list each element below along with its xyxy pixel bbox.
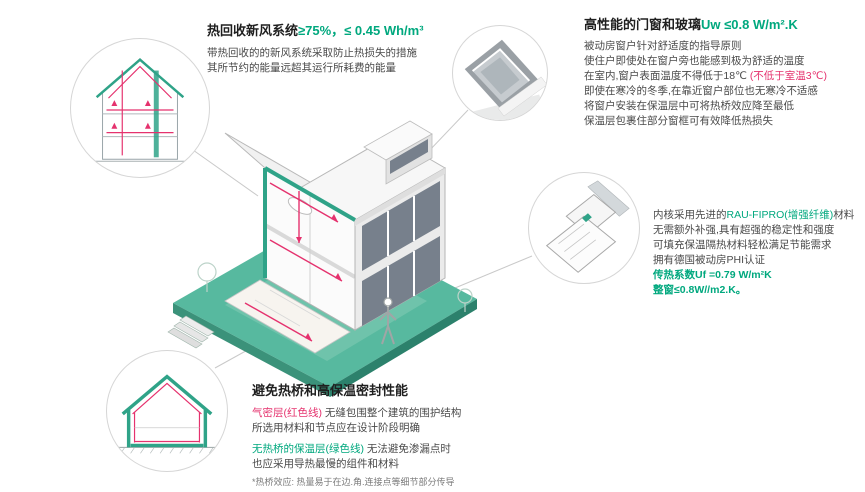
thermal-envelope-icon [116, 374, 218, 454]
frame-profile-circle [528, 172, 640, 284]
windows-title-value: Uw ≤0.8 W/m².K [701, 17, 798, 32]
window-corner-circle [452, 25, 548, 121]
thermal-bridge-footnote: *热桥效应: 热量易于在边.角.连接点等细节部分传导 [252, 477, 455, 487]
insulation-layer-green-line [121, 374, 213, 448]
heat-recovery-title-text: 热回收新风系统 [207, 23, 299, 38]
heat-recovery-section: 热回收新风系统≥75%，≤ 0.45 Wh/m³ 带热回收的的新风系统采取防止热… [207, 20, 424, 76]
windows-desc-line-4: 即使在寒冷的冬季,在靠近窗户部位也无寒冷不适感 [584, 85, 818, 97]
windows-title: 高性能的门窗和玻璃Uw ≤0.8 W/m².K [584, 14, 827, 33]
frame-profile-line-2: 无需额外补强,具有超强的稳定性和强度 [653, 224, 835, 236]
airtight-layer-red-line [132, 382, 202, 443]
ground-hatching [116, 446, 218, 454]
heat-recovery-desc-line-1: 带热回收的的新风系统采取防止热损失的措施 [207, 47, 417, 59]
ventilation-detail-circle [70, 38, 210, 178]
ground-floor-plan [224, 279, 351, 354]
thermal-bridge-title: 避免热桥和高保温密封性能 [252, 383, 409, 398]
stairs [167, 315, 215, 349]
frame-profile-line-3: 可填充保温隔热材料轻松满足节能需求 [653, 239, 832, 251]
insulation-layer-label: 无热桥的保温层(绿色线) [252, 443, 364, 455]
heat-recovery-title-value: ≥75%，≤ 0.45 Wh/m³ [298, 23, 424, 38]
heat-recovery-title: 热回收新风系统≥75%，≤ 0.45 Wh/m³ [207, 20, 424, 39]
frame-profile-uf-value: 传热系数Uf =0.79 W/m²K [653, 269, 772, 281]
thermal-bridge-line-1-text: 无缝包围整个建筑的围护结构 [322, 407, 462, 419]
thermal-bridge-section: 避免热桥和高保温密封性能 气密层(红色线) 无缝包围整个建筑的围护结构 所选用材… [252, 380, 461, 489]
thermal-bridge-line-1: 气密层(红色线) 无缝包围整个建筑的围护结构 [252, 406, 461, 421]
section-house [92, 58, 188, 162]
tree-sketches [197, 262, 473, 312]
frame-profile-line-1-text2: 材料 [833, 209, 855, 221]
frame-profile-line-4: 拥有德国被动房PHI认证 [653, 254, 766, 266]
windows-desc-line-6: 保温层包裹住部分窗框可有效降低热损失 [584, 115, 773, 127]
airflow-lines [106, 65, 174, 156]
windows-desc-line-3: 在室内,窗户表面温度不得低于18℃ (不低于室温3℃) [584, 69, 827, 84]
frame-profile-line-1-text: 内核采用先进的 [653, 209, 727, 221]
thermal-bridge-line-3-text: 无法避免渗漏点时 [364, 443, 451, 455]
frame-profile-graphic [545, 180, 630, 273]
heat-recovery-desc-line-2: 其所节约的能量远超其运行所耗费的能量 [207, 62, 396, 74]
ventilation-cross-section-icon [92, 58, 188, 162]
windows-section: 高性能的门窗和玻璃Uw ≤0.8 W/m².K 被动房窗户针对舒适度的指导原则 … [584, 14, 827, 129]
rooftop-volume [363, 120, 433, 185]
insulation-cut-edges [263, 166, 357, 278]
frame-profile-line-1: 内核采用先进的RAU-FIPRO(增强纤维)材料 [653, 208, 854, 223]
frame-profile-material-name: RAU-FIPRO(增强纤维) [726, 209, 834, 221]
airtight-layer-label: 气密层(红色线) [252, 407, 322, 419]
airflow-arrows [111, 100, 151, 129]
frame-profile-icon [545, 180, 630, 273]
thermal-bridge-line-3: 无热桥的保温层(绿色线) 无法避免渗漏点时 [252, 442, 461, 457]
person-figure [379, 297, 397, 345]
windows-desc-line-3-text: 在室内,窗户表面温度不得低于18℃ [584, 70, 750, 82]
windows-desc-line-5: 将窗户安装在保温层中可将热桥效应降至最低 [584, 100, 794, 112]
ventilation-ducts [269, 182, 343, 282]
thermal-envelope-circle [106, 350, 228, 472]
windows-title-text: 高性能的门窗和玻璃 [584, 17, 702, 32]
window-corner-graphic [453, 39, 547, 120]
thermal-bridge-line-2: 所选用材料和节点应在设计阶段明确 [252, 422, 420, 434]
windows-desc-line-1: 被动房窗户针对舒适度的指导原则 [584, 40, 742, 52]
frame-profile-uw-value: 整窗≤0.8W//m2.K。 [653, 284, 747, 296]
window-corner-icon [453, 39, 547, 120]
windows-desc-line-3-note: (不低于室温3℃) [749, 70, 827, 82]
windows-desc-line-2: 使住户即使处在窗户旁也能感到极为舒适的温度 [584, 55, 805, 67]
thermal-bridge-line-4: 也应采用导热最慢的组件和材料 [252, 458, 399, 470]
frame-profile-section: 内核采用先进的RAU-FIPRO(增强纤维)材料 无需额外补强,具有超强的稳定性… [653, 208, 854, 298]
